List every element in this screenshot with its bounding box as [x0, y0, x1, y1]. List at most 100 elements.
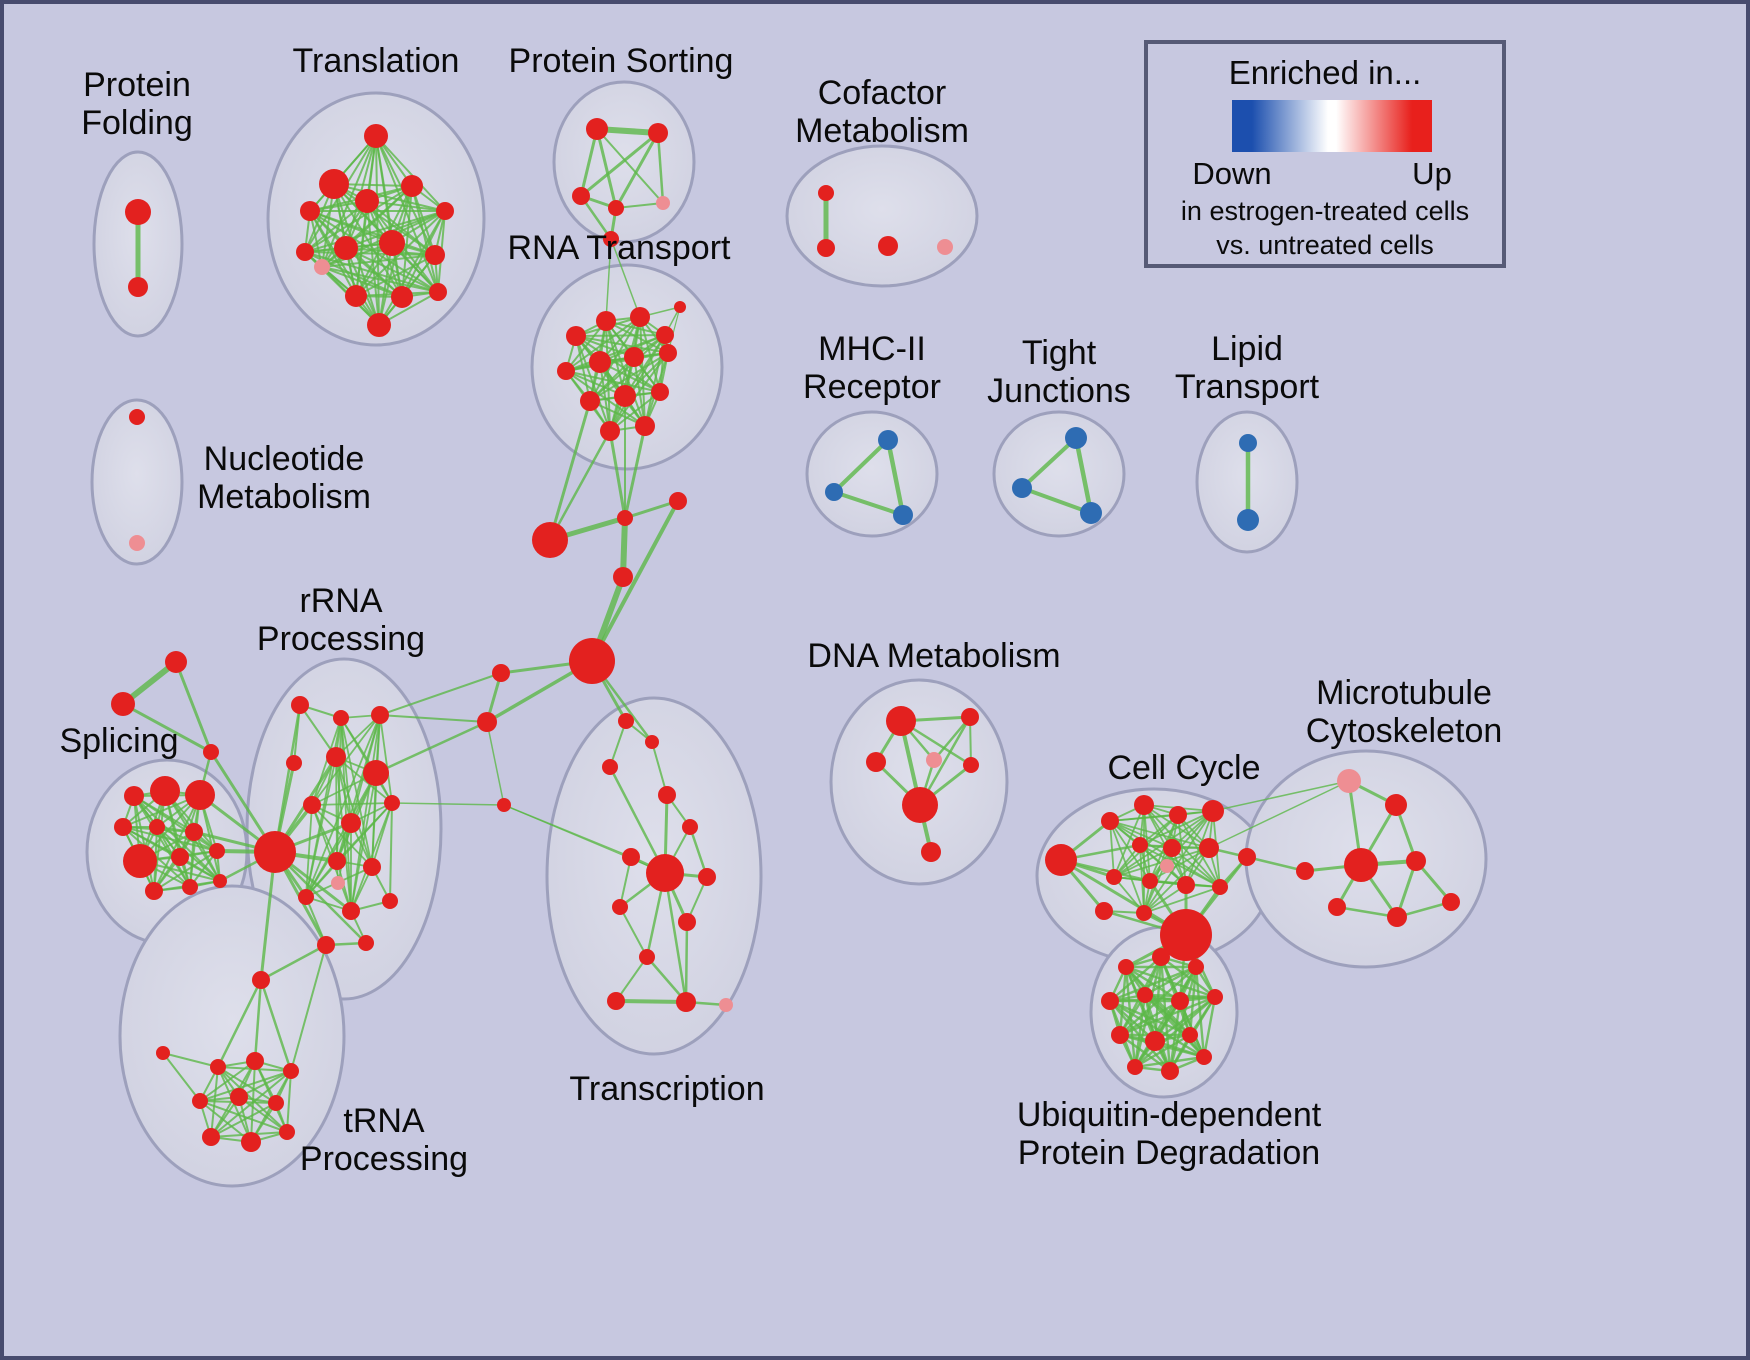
network-edge — [1113, 804, 1145, 878]
network-node-sp11 — [182, 879, 198, 895]
network-node-ps5 — [656, 196, 670, 210]
network-edge — [378, 242, 393, 326]
network-node-cc9 — [1238, 848, 1256, 866]
network-node-t7 — [296, 243, 314, 261]
network-edge — [156, 826, 218, 852]
network-edge — [1109, 820, 1115, 878]
legend-up-label: Up — [1412, 156, 1452, 191]
network-edge — [1133, 993, 1147, 1069]
network-node-tr7 — [698, 868, 716, 886]
network-node-cnB — [532, 522, 568, 558]
network-node-ccP — [1160, 859, 1174, 873]
network-node-f3 — [497, 798, 511, 812]
network-edge — [311, 804, 373, 868]
network-edge — [614, 131, 660, 210]
network-node-tj2 — [1012, 478, 1032, 498]
network-edge — [608, 429, 627, 520]
network-node-mt8 — [1387, 907, 1407, 927]
network-edge — [548, 429, 612, 542]
network-edge — [304, 251, 436, 256]
network-node-sp6 — [185, 823, 203, 841]
network-edge — [121, 702, 213, 754]
network-node-cc1 — [1045, 844, 1077, 876]
network-node-sp1 — [124, 786, 144, 806]
network-edge — [321, 200, 368, 268]
network-node-mh2 — [825, 483, 843, 501]
network-edge — [411, 185, 439, 293]
network-node-tn6 — [268, 1095, 284, 1111]
cluster-ellipse-cofactor-metabolism — [785, 144, 979, 288]
network-node-ub6 — [1171, 992, 1189, 1010]
network-node-cf2 — [817, 239, 835, 257]
network-node-cc12 — [1177, 876, 1195, 894]
network-node-dmH — [902, 787, 938, 823]
network-node-f2 — [477, 712, 497, 732]
network-edge — [1202, 995, 1217, 1059]
network-node-ps1 — [586, 118, 608, 140]
network-node-rr9 — [384, 795, 400, 811]
network-edge — [608, 765, 667, 875]
network-edge — [210, 1070, 292, 1138]
network-node-mh3 — [893, 505, 913, 525]
network-node-t8 — [334, 236, 358, 260]
network-edge — [350, 714, 381, 912]
network-node-ub3 — [1188, 959, 1204, 975]
network-node-mt7 — [1328, 898, 1346, 916]
network-edge — [293, 704, 301, 764]
network-edge — [575, 334, 666, 337]
network-node-tn5 — [230, 1088, 248, 1106]
network-node-rr7 — [303, 796, 321, 814]
cluster-label-transcription: Transcription — [569, 1070, 764, 1108]
network-edge — [345, 247, 439, 293]
network-node-sp9 — [209, 843, 225, 859]
network-node-ub11 — [1127, 1059, 1143, 1075]
network-node-ub10 — [1182, 1027, 1198, 1043]
legend-caption-line2: vs. untreated cells — [1216, 230, 1434, 260]
network-edge — [1113, 847, 1173, 878]
network-edge — [1133, 1055, 1206, 1069]
network-node-r13 — [635, 416, 655, 436]
network-edge — [1208, 780, 1350, 849]
legend-gradient-bar — [1232, 100, 1432, 152]
network-node-x2 — [111, 692, 135, 716]
network-edge — [565, 316, 641, 372]
network-edge — [1143, 847, 1210, 914]
network-node-cc7 — [1163, 839, 1181, 857]
network-edge — [614, 999, 688, 1004]
network-edge — [486, 721, 505, 806]
network-edge — [350, 772, 377, 912]
network-edge — [305, 804, 313, 898]
network-node-tj3 — [1080, 502, 1102, 524]
network-node-dm3 — [866, 752, 886, 772]
network-node-x1 — [165, 651, 187, 673]
cluster-label-splicing: Splicing — [59, 722, 178, 760]
network-edge — [210, 1102, 277, 1138]
network-node-sp10 — [145, 882, 163, 900]
network-edge — [609, 391, 661, 432]
network-edge — [238, 1096, 288, 1133]
legend-title: Enriched in... — [1228, 54, 1422, 91]
network-edge — [374, 720, 489, 775]
network-node-ub4 — [1101, 992, 1119, 1010]
network-edge — [305, 714, 381, 898]
network-edge — [1139, 810, 1214, 846]
network-node-mt4 — [1344, 848, 1378, 882]
cluster-label-protein-sorting: Protein Sorting — [509, 42, 734, 80]
network-edge — [371, 772, 377, 868]
cluster-label-translation: Translation — [293, 42, 460, 80]
network-node-tr13 — [719, 998, 733, 1012]
network-edge — [389, 802, 393, 902]
network-node-ub7 — [1207, 989, 1223, 1005]
network-edge — [304, 185, 413, 253]
network-node-mt5 — [1406, 851, 1426, 871]
network-edge — [1335, 905, 1399, 919]
network-node-t6 — [436, 202, 454, 220]
network-edge — [375, 135, 436, 256]
network-edge — [1133, 1033, 1192, 1069]
network-node-dm1 — [886, 706, 916, 736]
